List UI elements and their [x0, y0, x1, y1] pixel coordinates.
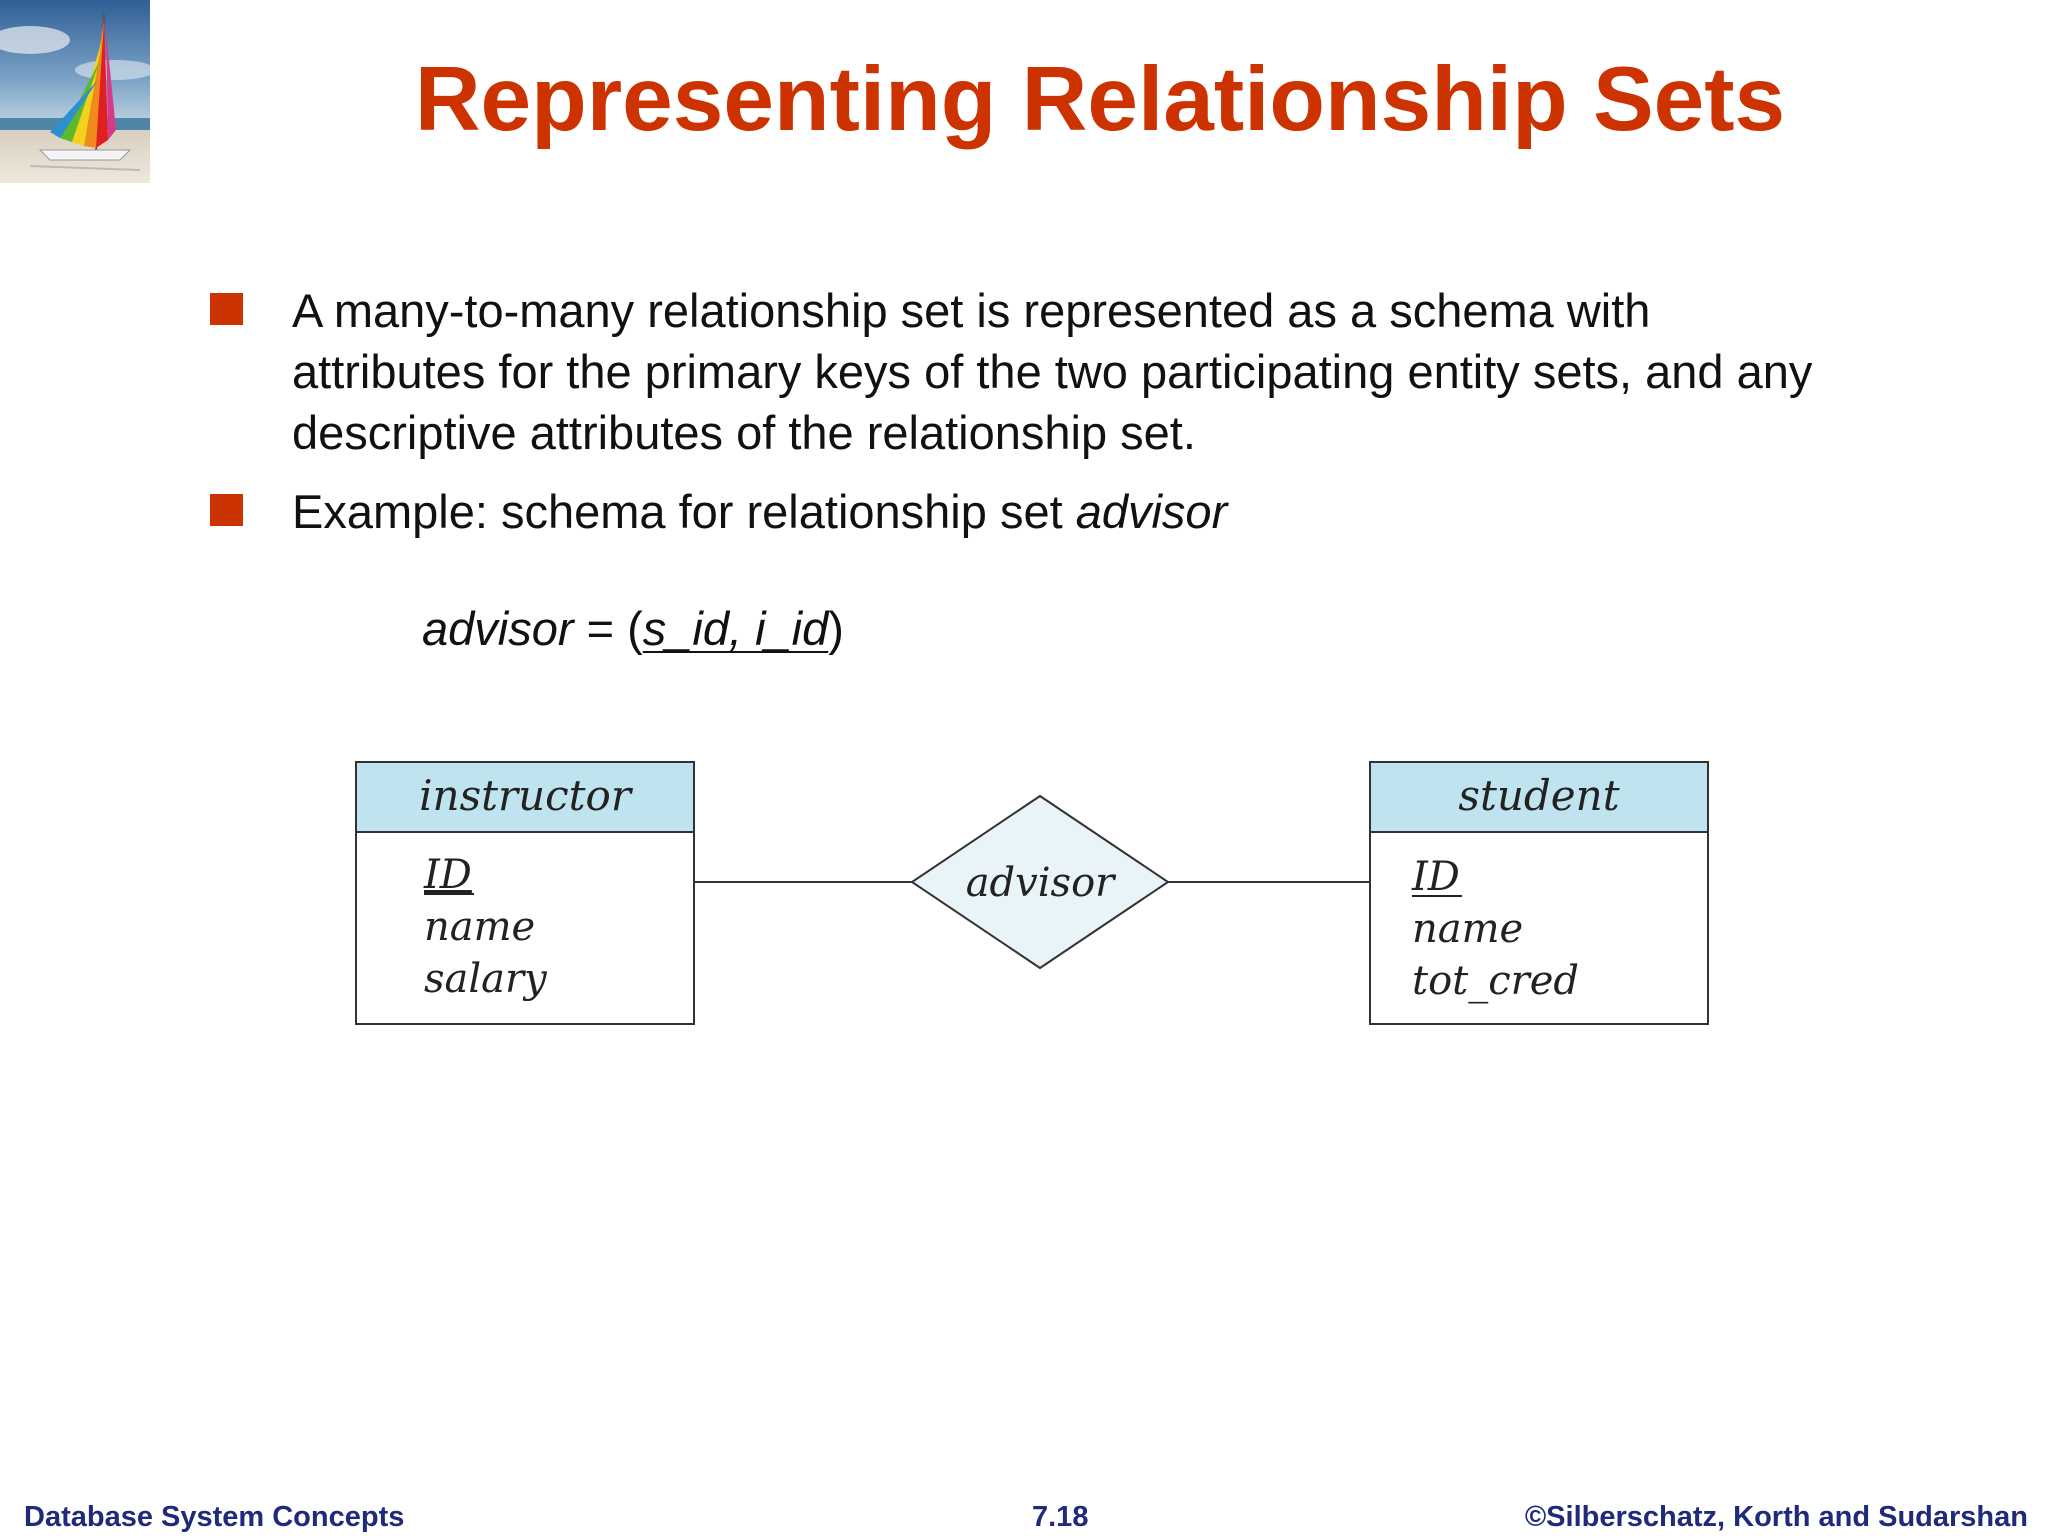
- entity-header: [1369, 761, 1709, 833]
- slide-title: Representing Relationship Sets: [414, 49, 1786, 150]
- relationship-name: advisor: [966, 860, 1117, 906]
- entity-attribute-pk: ID: [423, 852, 472, 898]
- formula-keys: s_id, i_id: [642, 602, 829, 655]
- bullet-emphasis: advisor: [1075, 485, 1228, 538]
- square-bullet-icon: [210, 494, 243, 526]
- footer-slide-number: 7.18: [1032, 1501, 1089, 1533]
- entity-attribute: name: [424, 904, 535, 950]
- relationship-diamond: [910, 794, 1170, 970]
- entity-attribute: name: [1412, 906, 1523, 952]
- footer-copyright: ©Silberschatz, Korth and Sudarshan: [1524, 1501, 2028, 1533]
- footer-book-title: Database System Concepts: [24, 1501, 405, 1533]
- entity-body: [355, 831, 695, 1025]
- entity-attribute: salary: [424, 956, 548, 1002]
- entity-attribute: tot_cred: [1412, 958, 1579, 1004]
- entity-name: student: [1458, 771, 1619, 820]
- entity-header: [355, 761, 695, 833]
- formula-lhs: advisor: [422, 602, 574, 655]
- sailboat-logo-icon: [0, 0, 155, 183]
- bullet-text: A many-to-many relationship set is repre…: [292, 284, 1813, 459]
- formula-equals: = (: [573, 602, 643, 655]
- entity-student: student ID name tot_cred: [1369, 761, 1709, 1025]
- entity-name: instructor: [419, 771, 634, 820]
- formula-close: ): [828, 602, 844, 655]
- entity-instructor: instructor ID name salary: [355, 761, 695, 1025]
- er-diagram: instructor ID name salary advisor studen…: [340, 740, 1740, 1060]
- entity-body: [1369, 831, 1709, 1025]
- bullet-list: A many-to-many relationship set is repre…: [208, 280, 1828, 560]
- bullet-item: A many-to-many relationship set is repre…: [208, 280, 1828, 463]
- schema-formula: advisor = (s_id, i_id): [422, 598, 844, 659]
- bullet-text: Example: schema for relationship set: [292, 485, 1076, 538]
- entity-attribute-pk: ID: [1411, 854, 1460, 900]
- relationship-advisor: advisor: [910, 794, 1170, 970]
- square-bullet-icon: [210, 293, 243, 325]
- bullet-item: Example: schema for relationship set adv…: [208, 481, 1828, 542]
